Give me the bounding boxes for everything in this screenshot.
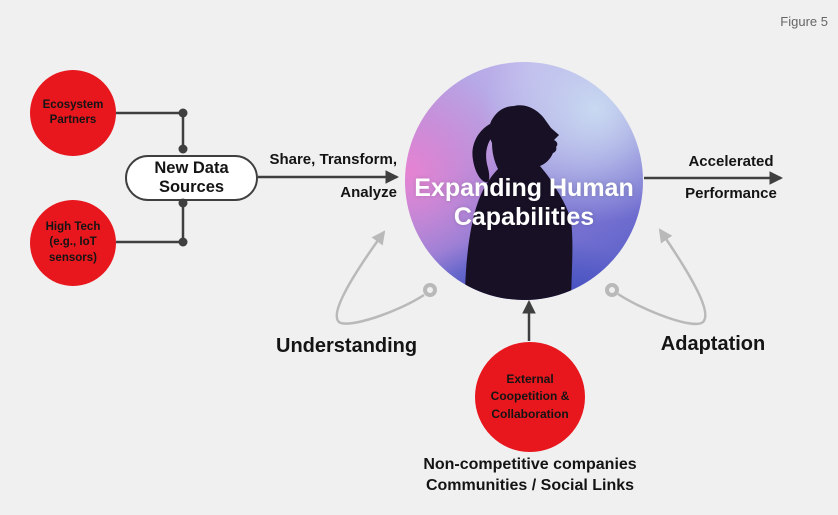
center-title-line2: Capabilities <box>453 203 595 231</box>
accelerated-label-line2: Performance <box>685 185 777 202</box>
ecosystem-partners-line2: Partners <box>49 114 97 126</box>
high-tech-line1: High Tech <box>45 220 101 233</box>
high-tech-line2: (e.g., IoT <box>49 236 97 249</box>
understanding-label: Understanding <box>276 335 418 357</box>
figure-number-label: Figure 5 <box>780 14 828 29</box>
bottom-caption-line2: Communities / Social Links <box>425 476 635 494</box>
ecosystem-partners-node: Ecosystem Partners <box>30 70 116 156</box>
junction-dot <box>178 237 188 247</box>
new-data-sources-node: New Data Sources <box>125 155 258 201</box>
share-transform-label-line1: Share, Transform, <box>269 151 397 168</box>
external-coopetition-line1: External <box>506 371 554 386</box>
new-data-sources-line1: New Data <box>154 159 229 177</box>
high-tech-line3: sensors) <box>49 251 97 264</box>
new-data-sources-line2: Sources <box>158 178 225 196</box>
expanding-human-capabilities-node: Expanding Human Capabilities <box>405 62 643 300</box>
external-coopetition-node: External Coopetition & Collaboration <box>475 342 585 452</box>
bottom-caption: Non-competitive companies Communities / … <box>380 455 680 496</box>
junction-dot <box>178 144 188 154</box>
share-transform-label-line2: Analyze <box>340 184 397 201</box>
ecosystem-partners-line1: Ecosystem <box>42 98 104 111</box>
bottom-caption-line1: Non-competitive companies <box>423 456 637 473</box>
high-tech-node: High Tech (e.g., IoT sensors) <box>30 200 116 286</box>
woman-silhouette-image <box>465 105 573 300</box>
adaptation-label: Adaptation <box>660 333 766 355</box>
external-coopetition-line2: Coopetition & <box>490 389 570 404</box>
accelerated-label-line1: Accelerated <box>688 153 774 170</box>
center-title-line1: Expanding Human <box>414 174 634 202</box>
junction-dot <box>178 108 188 118</box>
external-coopetition-line3: Collaboration <box>491 406 569 421</box>
center-circle-title: Expanding Human Capabilities <box>405 174 643 232</box>
